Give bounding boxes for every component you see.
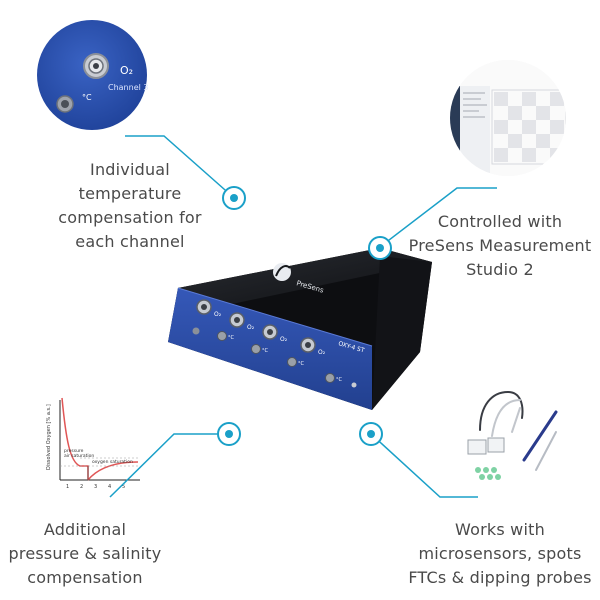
caption-line: each channel (75, 232, 185, 251)
device-o2-label: O₂ (247, 324, 255, 331)
caption-pressure-salinity: Additional pressure & salinity compensat… (0, 518, 170, 590)
channel-zoom-image: Channel 3 O₂ °C (37, 20, 148, 130)
caption-line: Works with (455, 520, 545, 539)
caption-software-control: Controlled with PreSens Measurement Stud… (405, 210, 595, 282)
caption-line: pressure & salinity (8, 544, 162, 563)
caption-line: PreSens Measurement (408, 236, 592, 255)
graph-annotation-air: air saturation (64, 453, 94, 459)
caption-line: compensation (27, 568, 143, 587)
o2-label: O₂ (120, 64, 133, 77)
target-icon (217, 422, 241, 446)
device-o2-label: O₂ (280, 336, 288, 343)
temp-label: °C (82, 93, 92, 102)
graph-annotation-oxygen: oxygen saturation (92, 459, 133, 465)
device-temp-label: °C (228, 335, 235, 341)
caption-line: microsensors, spots (418, 544, 582, 563)
caption-line: temperature (78, 184, 182, 203)
caption-temperature-compensation: Individual temperature compensation for … (40, 158, 220, 254)
graph-xtick: 4 (108, 484, 111, 490)
caption-line: FTCs & dipping probes (408, 568, 592, 587)
device-o2-label: O₂ (214, 311, 222, 318)
caption-line: Controlled with (437, 212, 563, 231)
device-temp-label: °C (262, 348, 269, 354)
graph-annotation-pressure: pressure (64, 448, 84, 454)
graph-xtick: 3 (94, 484, 97, 490)
target-icon (368, 236, 392, 260)
software-screenshot-image (450, 60, 566, 176)
target-icon (222, 186, 246, 210)
caption-line: Individual (90, 160, 170, 179)
oxygen-graph-image: Dissolved Oxygen [% a.s.] pressure air s… (46, 397, 140, 490)
target-icon (359, 422, 383, 446)
graph-ylabel: Dissolved Oxygen [% a.s.] (46, 404, 52, 470)
device-o2-label: O₂ (318, 349, 326, 356)
graph-xtick: 2 (80, 484, 83, 490)
caption-line: Additional (43, 520, 127, 539)
sensors-image (467, 390, 558, 480)
device-temp-label: °C (336, 377, 343, 383)
oxy-4-st-device: PreSens O₂ O₂ O₂ O₂ (168, 248, 432, 410)
caption-line: Studio 2 (466, 260, 534, 279)
device-temp-label: °C (298, 361, 305, 367)
graph-xtick: 1 (66, 484, 69, 490)
caption-sensor-compatibility: Works with microsensors, spots FTCs & di… (405, 518, 595, 590)
connector-lines (109, 135, 497, 498)
caption-line: compensation for (58, 208, 202, 227)
channel-connectors (192, 299, 357, 388)
graph-xtick: 5 (122, 484, 125, 490)
channel-label: Channel 3 (108, 83, 148, 92)
